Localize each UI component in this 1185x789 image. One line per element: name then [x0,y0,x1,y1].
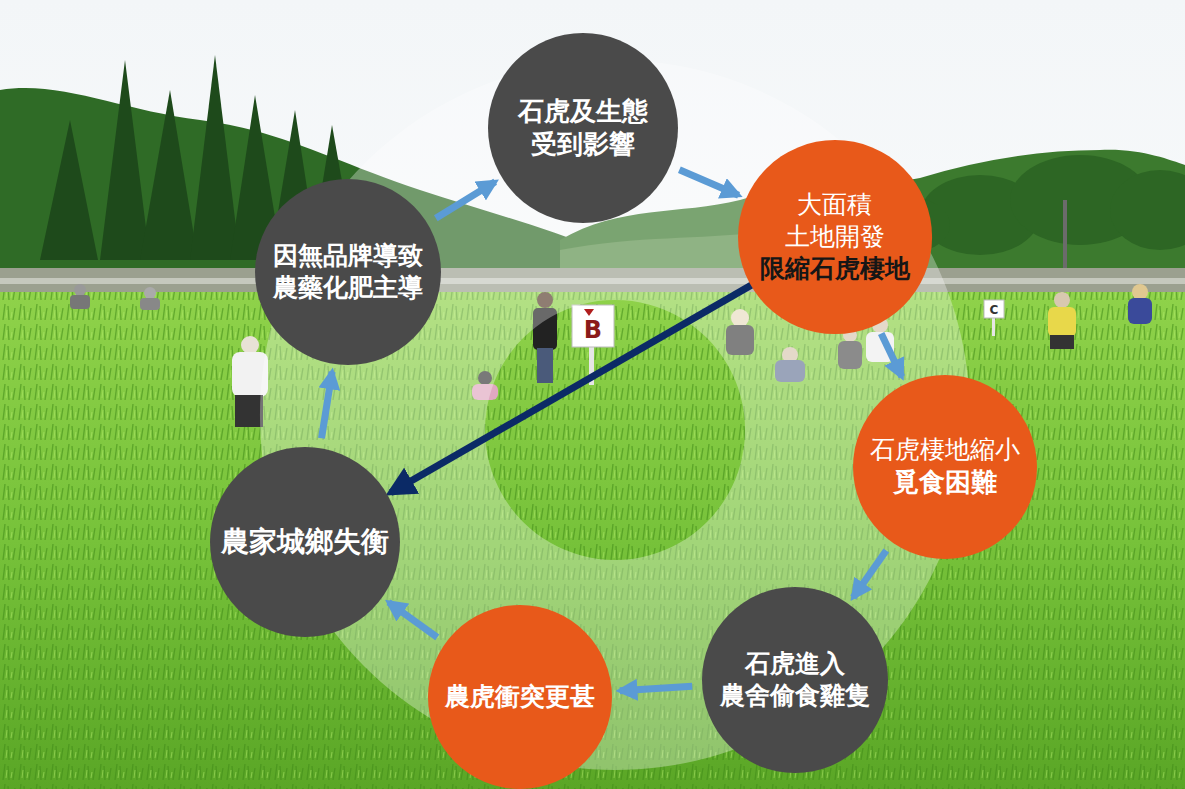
circle-text: 石虎棲地縮小 [870,434,1020,466]
circle-fill [488,33,678,223]
circle-shape [488,33,678,223]
circle-shape [255,179,441,365]
effect-circle: 石虎及生態 受到影響 [488,33,678,223]
circle-fill [428,605,612,789]
plot-sign-c [984,300,1004,336]
circle-text: 大面積 土地開發 [785,189,885,253]
circle-shape [853,375,1037,559]
plot-sign-letter: B [584,318,602,342]
cycle-arrow [322,372,333,439]
cycle-arrow [389,602,438,637]
effect-circle: 石虎進入 農舍偷食雞隻 [702,587,888,773]
circle-text: 石虎及生態 受到影響 [518,95,648,162]
cause-circle: 大面積 土地開發限縮石虎棲地 [738,140,932,334]
effect-circle: 農虎衝突更甚 [428,605,612,789]
effect-circle: 石虎棲地縮小覓食困難 [853,375,1037,559]
circle-fill [853,375,1037,559]
cycle-arrow [853,550,886,597]
plot-sign-letter: C [990,304,999,316]
cause-circle: 因無品牌導致 農藥化肥主導 [255,179,441,365]
circle-text: 石虎進入 農舍偷食雞隻 [720,648,870,712]
circle-text: 覓食困難 [893,466,997,499]
circle-text: 因無品牌導致 農藥化肥主導 [273,240,423,304]
cycle-arrow [620,686,692,690]
cycle-arrow [881,334,902,377]
plot-sign-b [572,305,614,385]
circle-shape [702,587,888,773]
main-cause-arrow [391,281,758,492]
circle-text: 農虎衝突更甚 [445,681,595,713]
circle-text: 農家城鄉失衡 [221,524,389,560]
effect-circle: 農家城鄉失衡 [210,447,400,637]
cycle-arrow [679,170,738,196]
circle-text: 限縮石虎棲地 [760,253,910,285]
circle-fill [255,179,441,365]
cycle-arrow [436,182,495,218]
circle-fill [702,587,888,773]
circle-fill [210,447,400,637]
paddy-field [0,292,1185,789]
rice-rows [0,292,1185,789]
circle-fill [738,140,932,334]
